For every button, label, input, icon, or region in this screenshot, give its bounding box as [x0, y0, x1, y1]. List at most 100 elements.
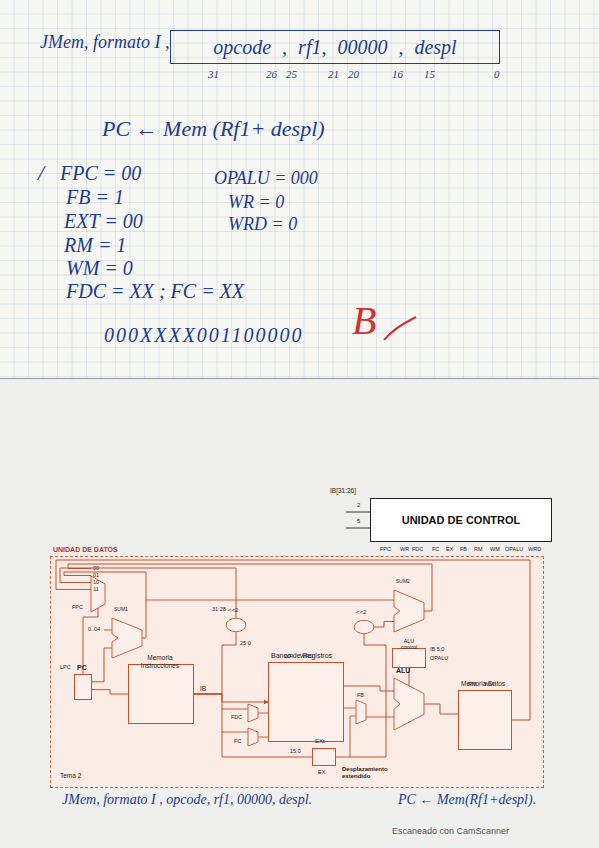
signal-name: FPC: [72, 604, 83, 610]
grade-flourish: [384, 317, 416, 340]
text-holder: SUM2: [396, 579, 410, 585]
alu-shape-outline: [394, 678, 424, 730]
node-text: ALU control: [395, 638, 423, 650]
bit-range: 31:28: [212, 606, 226, 612]
adder: SUM2: [394, 590, 424, 632]
signal-name: FPC: [380, 546, 391, 552]
bus-label: IB: [200, 685, 206, 692]
signal-name: EX: [446, 546, 453, 552]
text-holder: ALU: [396, 667, 410, 675]
text-holder: ALU control: [395, 638, 423, 650]
node-text: SUM1: [114, 607, 128, 613]
text-holder: <<2: [356, 609, 366, 616]
shift-circle: <<2: [226, 618, 246, 632]
text-holder: Memoria Instrucciones: [131, 654, 189, 670]
wire: [222, 709, 268, 713]
text-holder: Memoria Datos: [461, 680, 505, 688]
bit-number: 20: [348, 68, 359, 81]
node-text: <<2: [356, 609, 366, 616]
slide-note: Tema 2: [60, 772, 81, 779]
grid-paper: [0, 0, 599, 378]
text-holder: EXt: [315, 738, 325, 745]
operation-note: PC ← Mem (Rf1+ despl): [102, 116, 325, 141]
wire-connector: [194, 694, 268, 702]
control-input-wire: [346, 512, 370, 528]
shift-circle-outline: [226, 618, 246, 632]
watermark: Escaneado con CamScanner: [392, 826, 509, 836]
shift-circle: <<2: [354, 620, 374, 634]
adder-outline: [112, 618, 142, 658]
signal-name: WRD: [300, 653, 313, 659]
bit-number: 26: [266, 68, 277, 81]
outline: [112, 618, 142, 658]
wire: [222, 732, 268, 737]
node-text: UNIDAD DE CONTROL: [402, 514, 521, 527]
signal-name: WR: [284, 653, 293, 659]
block-caption: Desplazamiento extendido: [342, 766, 406, 780]
signal-value: FPC = 00: [60, 162, 141, 185]
register-file: Banco de Registros: [268, 662, 344, 742]
node-text: 00: [93, 565, 99, 572]
grid-lines: [0, 0, 599, 378]
bus-label: IB 5:0: [430, 646, 444, 652]
node-text: UNIDAD DE DATOS: [53, 546, 118, 554]
text-holder: <<2: [228, 607, 238, 614]
register-box: PC: [74, 674, 92, 700]
bit-range: 25:0: [240, 640, 251, 646]
bus-label: IB[31:26]: [330, 487, 356, 494]
wire-connector: [60, 568, 236, 618]
bit-number: 0: [494, 68, 500, 81]
node-text: SUM2: [396, 579, 410, 585]
signal-name: OPALU: [505, 546, 523, 552]
memory-box: Memoria Datos: [458, 690, 512, 750]
signal-value: WM = 0: [66, 257, 133, 280]
signal-name: FB: [460, 546, 467, 552]
node-text: Memoria Instrucciones: [131, 654, 189, 670]
shift-circle-outline: [354, 620, 374, 634]
wire-connector: [194, 632, 236, 694]
outline: [394, 590, 424, 632]
text-holder: 00011011: [93, 565, 99, 593]
handwritten-note: PC ← Mem(Rf1+despl).: [398, 792, 536, 808]
wire-connector: [92, 690, 128, 694]
bit-number: 15: [424, 68, 435, 81]
signal-name: FC: [234, 738, 241, 744]
node-text: 10: [93, 579, 99, 586]
bit-number: 31: [208, 68, 219, 81]
wire: [344, 708, 394, 757]
alu-shape: ALU: [394, 678, 424, 730]
signal-name: RM: [474, 546, 483, 552]
wire-connector: [92, 648, 112, 682]
constant-label: 0..04: [88, 626, 100, 632]
node-text: <<2: [228, 607, 238, 614]
signal-name: FDC: [231, 714, 242, 720]
signal-name: WM: [484, 681, 494, 687]
extender-box: EXt: [312, 748, 336, 766]
adder: SUM1: [112, 618, 142, 658]
text-holder: UNIDAD DE CONTROL: [402, 514, 521, 527]
paper-edge: [0, 378, 599, 379]
tick-mark: /: [38, 160, 44, 185]
text-holder: PC: [77, 664, 87, 672]
bit-range: 15:0: [290, 748, 301, 754]
signal-value: FDC = XX ; FC = XX: [66, 280, 244, 303]
node-text: PC: [77, 664, 87, 672]
text-holder: UNIDAD DE DATOS: [53, 546, 118, 554]
format-box: opcode , rf1, 00000 , despl: [170, 30, 500, 64]
signal-value: FB = 1: [66, 186, 124, 209]
wire-connector: [374, 622, 394, 628]
signal-name: FC: [432, 546, 439, 552]
signal-name: WR: [400, 546, 409, 552]
mux-symbol: [248, 704, 258, 722]
adder-outline: [394, 590, 424, 632]
bit-number: 21: [328, 68, 339, 81]
node-text: ALU: [396, 667, 410, 675]
signal-value: WR = 0: [228, 192, 284, 213]
mux-symbol: [248, 728, 258, 746]
node-text: opcode , rf1, 00000 , despl: [213, 36, 456, 59]
bit-number: 16: [392, 68, 403, 81]
node-text: EXt: [315, 738, 325, 745]
wire: [146, 600, 394, 601]
control-unit: UNIDAD DE CONTROL: [370, 498, 552, 542]
